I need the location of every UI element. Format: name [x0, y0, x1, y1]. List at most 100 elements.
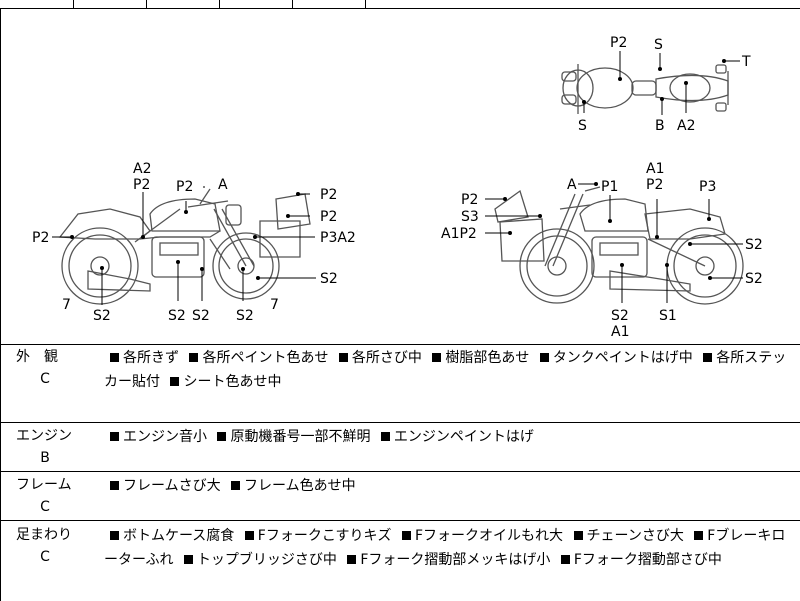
diagram-label: A2 [677, 118, 695, 134]
list-item: タンクペイントはげ中 [534, 350, 693, 366]
diagram-label: S2 [168, 308, 186, 324]
top-view-labels: P2 S T S B A2 [578, 35, 751, 134]
bullet-square-icon [347, 555, 357, 564]
motorcycle-damage-diagram: P2 S T S B A2 A2 P2 P2 A P2 P2 P3A2 P2 S… [0, 9, 800, 344]
diagram-label: P3 [699, 179, 716, 195]
list-item: 各所ステッカー貼付 [104, 350, 787, 390]
diagram-label: A [567, 177, 577, 193]
diagram-label: S1 [659, 308, 677, 324]
divider [0, 520, 800, 521]
diagram-label: P2 [32, 230, 49, 246]
bullet-square-icon [217, 432, 227, 441]
diagram-label: S [578, 118, 587, 134]
bullet-square-icon [183, 555, 193, 564]
list-item: エンジンペイントはげ [375, 429, 534, 445]
list-item: トップブリッジさび中 [178, 552, 337, 568]
diagram-label: A1 [611, 324, 629, 340]
leader-lines [52, 51, 743, 305]
section-name: フレーム [16, 477, 72, 493]
diagram-label: P2 [176, 179, 193, 195]
list-item: 各所ペイント色あせ [183, 350, 328, 366]
bullet-square-icon [244, 531, 254, 540]
diagram-label: A2 [133, 161, 151, 177]
section-category: 外 観 C [10, 346, 80, 390]
list-item: Fフォーク摺動部メッキはげ小 [341, 552, 550, 568]
bullet-square-icon [170, 377, 180, 386]
bullet-square-icon [110, 481, 119, 490]
diagram-label: P3A2 [320, 230, 356, 246]
damage-dots [70, 59, 726, 280]
bullet-square-icon [694, 531, 704, 540]
list-item: 原動機番号一部不鮮明 [211, 429, 370, 445]
diagram-label: S2 [745, 237, 763, 253]
section-grade: C [40, 549, 50, 565]
section-grade: C [40, 371, 50, 387]
left-side-motorcycle-icon [58, 188, 311, 305]
diagram-label: 7 [270, 297, 279, 313]
diagram-label: P2 [320, 187, 337, 203]
list-item: 樹脂部色あせ [426, 350, 529, 366]
diagram-label: P1 [601, 179, 618, 195]
diagram-label: P2 [320, 209, 337, 225]
diagram-label: A1P2 [441, 226, 477, 242]
section-name: 外 観 [16, 349, 58, 365]
left-side-labels: A2 P2 P2 A P2 P2 P3A2 P2 S2 7 S2 S2 S2 S… [32, 161, 356, 324]
bullet-square-icon [189, 353, 199, 362]
section-items: 各所きず 各所ペイント色あせ 各所さび中 樹脂部色あせ タンクペイントはげ中 各… [104, 346, 790, 394]
bullet-square-icon [432, 353, 442, 362]
divider [0, 422, 800, 423]
top-table-strip [0, 0, 800, 9]
section-grade: B [40, 450, 50, 466]
bullet-square-icon [380, 432, 390, 441]
list-item: 各所さび中 [333, 350, 422, 366]
list-item: Fフォークオイルもれ大 [396, 528, 563, 544]
diagram-label: S2 [93, 308, 111, 324]
motorcycle-diagram-svg: P2 S T S B A2 A2 P2 P2 A P2 P2 P3A2 P2 S… [32, 35, 763, 340]
diagram-label: P2 [610, 35, 627, 51]
right-side-motorcycle-icon [494, 186, 744, 305]
bullet-square-icon [573, 531, 583, 540]
bullet-square-icon [539, 353, 549, 362]
section-exterior: 外 観 C 各所きず 各所ペイント色あせ 各所さび中 樹脂部色あせ タンクペイン… [0, 345, 800, 422]
list-item: フレームさび大 [104, 478, 221, 494]
list-item: ボトムケース腐食 [104, 528, 234, 544]
section-items: ボトムケース腐食 Fフォークこすりキズ Fフォークオイルもれ大 チェーンさび大 … [104, 524, 790, 572]
section-name: 足まわり [16, 527, 72, 543]
diagram-label: 7 [62, 297, 71, 313]
divider [0, 344, 800, 345]
diagram-label: S2 [320, 271, 338, 287]
right-side-labels: A P1 A1 P2 P3 P2 S3 A1P2 S2 S2 S2 A1 S1 [441, 161, 763, 340]
section-category: エンジン B [10, 425, 80, 469]
list-item: エンジン音小 [104, 429, 207, 445]
section-frame: フレーム C フレームさび大 フレーム色あせ中 [0, 472, 800, 520]
diagram-label: S2 [745, 271, 763, 287]
list-item: Fブレーキローターふれ [104, 528, 786, 568]
bullet-square-icon [402, 531, 411, 540]
bullet-square-icon [338, 353, 348, 362]
inspection-sheet-frame [0, 8, 800, 601]
section-name: エンジン [16, 428, 72, 444]
bullet-square-icon [110, 353, 119, 362]
list-item: シート色あせ中 [164, 374, 281, 390]
list-item: Fフォークこすりキズ [239, 528, 392, 544]
bullet-square-icon [560, 555, 570, 564]
list-item: フレーム色あせ中 [225, 478, 356, 494]
diagram-label: A [218, 177, 228, 193]
list-item: 各所きず [104, 350, 179, 366]
diagram-label: S2 [192, 308, 210, 324]
diagram-label: T [741, 54, 751, 70]
section-items: エンジン音小 原動機番号一部不鮮明 エンジンペイントはげ [104, 425, 790, 449]
diagram-label: P2 [133, 177, 150, 193]
diagram-label: P2 [461, 192, 478, 208]
section-category: 足まわり C [10, 524, 80, 568]
top-view-motorcycle-icon [561, 64, 729, 114]
section-grade: C [40, 499, 50, 515]
diagram-label: P2 [646, 177, 663, 193]
section-items: フレームさび大 フレーム色あせ中 [104, 474, 790, 498]
diagram-label: S2 [611, 308, 629, 324]
diagram-label: B [655, 118, 665, 134]
list-item: Fフォーク摺動部さび中 [555, 552, 722, 568]
diagram-label: S2 [236, 308, 254, 324]
diagram-label: A1 [646, 161, 664, 177]
section-suspension: 足まわり C ボトムケース腐食 Fフォークこすりキズ Fフォークオイルもれ大 チ… [0, 521, 800, 600]
